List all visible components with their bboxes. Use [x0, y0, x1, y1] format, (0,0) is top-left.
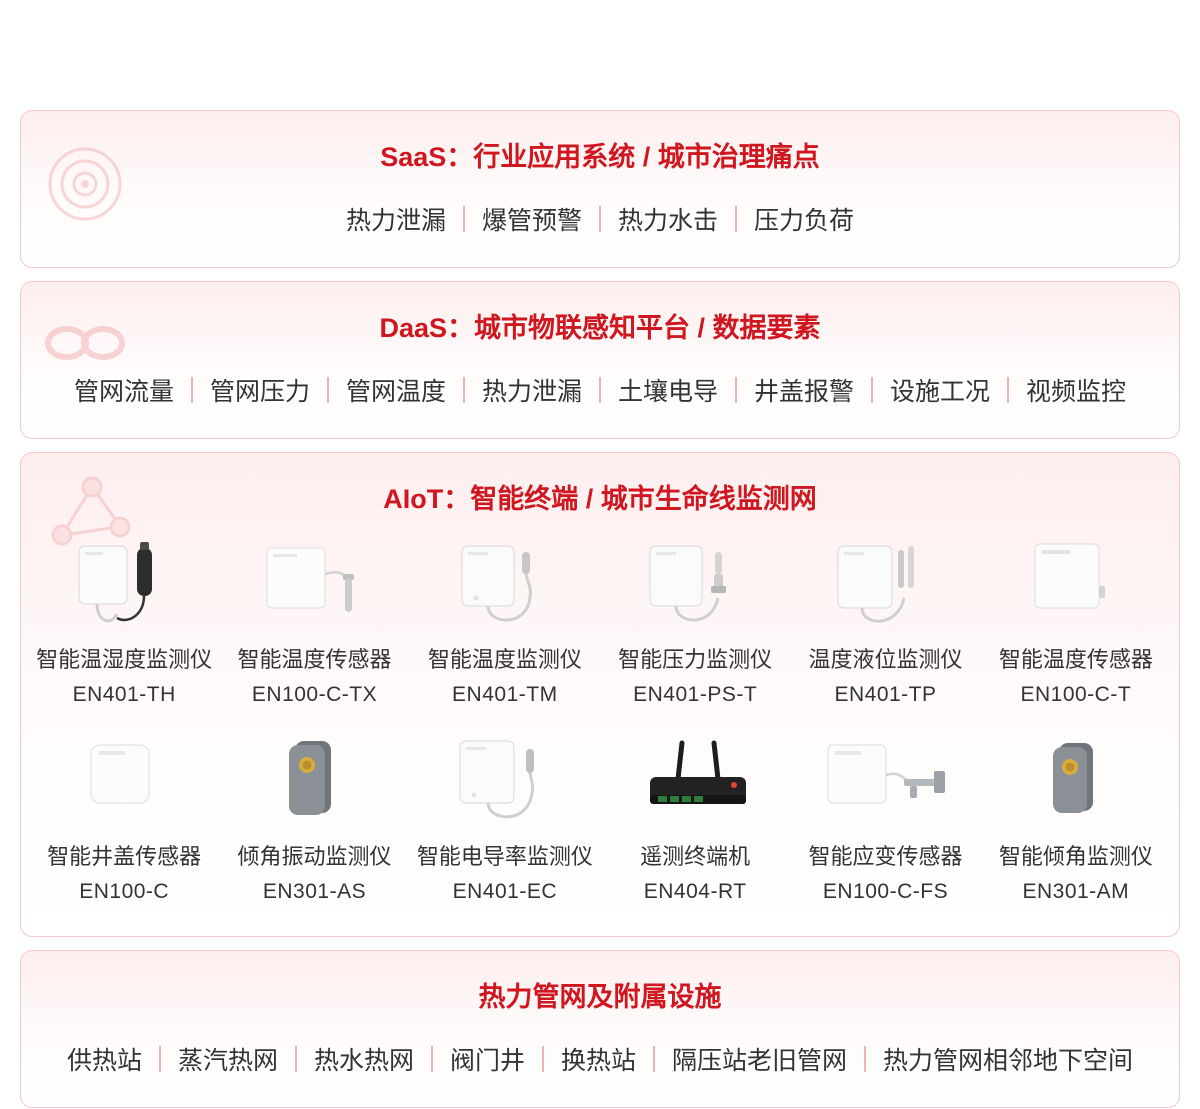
product-name: 智能压力监测仪 [618, 647, 773, 672]
product-model: EN100-C-FS [822, 880, 949, 903]
product-name: 智能温度传感器 [237, 647, 392, 672]
saas-item: 热力泄漏 [345, 207, 446, 235]
daas-items-row: 管网流量 管网压力 管网温度 热力泄漏 土壤电导 井盖报警 设施工况 视频监控 [21, 345, 1179, 438]
item-separator [735, 377, 738, 403]
daas-item: 设施工况 [890, 378, 991, 406]
product-name: 智能温度监测仪 [427, 647, 582, 672]
product-name: 智能井盖传感器 [47, 844, 202, 869]
product-name: 智能温湿度监测仪 [36, 647, 213, 672]
item-separator [735, 206, 738, 232]
infra-section: 热力管网及附属设施 供热站 蒸汽热网 热水热网 阀门井 换热站 隔压站老旧管网 … [20, 950, 1180, 1108]
product-card: 倾角振动监测仪 EN301-AS [219, 735, 409, 904]
device-image-conductivity-monitor [410, 735, 600, 835]
item-separator [462, 206, 465, 232]
product-name: 智能温度传感器 [998, 647, 1153, 672]
device-image-strain-sensor [790, 735, 980, 835]
product-model: EN100-C-T [1020, 683, 1132, 706]
product-model: EN301-AS [262, 880, 367, 903]
item-separator [542, 1046, 544, 1072]
aiot-product-grid: 智能温湿度监测仪 EN401-TH 智能温度传感器 EN100-C-TX [21, 516, 1179, 936]
product-model: EN401-EC [452, 880, 558, 903]
aiot-section: AIoT：智能终端 / 城市生命线监测网 智能温湿度监测仪 EN401-TH [20, 452, 1180, 937]
item-separator [1007, 377, 1010, 403]
product-name: 倾角振动监测仪 [237, 844, 392, 869]
item-separator [430, 1046, 433, 1072]
item-separator [158, 1046, 161, 1072]
device-image-telemetry-terminal [600, 735, 790, 835]
daas-item: 视频监控 [1026, 378, 1127, 406]
product-name: 智能倾角监测仪 [998, 844, 1153, 869]
saas-title: SaaS：行业应用系统 / 城市治理痛点 [380, 142, 820, 172]
daas-item: 管网流量 [73, 378, 174, 406]
item-separator [326, 377, 329, 403]
item-separator [599, 206, 601, 232]
product-card: 智能温度监测仪 EN401-TM [410, 538, 600, 707]
infra-item: 换热站 [561, 1047, 637, 1075]
daas-item: 热力泄漏 [481, 378, 582, 406]
product-card: 智能温湿度监测仪 EN401-TH [29, 538, 219, 707]
item-separator [653, 1046, 656, 1072]
product-card: 遥测终端机 EN404-RT [600, 735, 790, 904]
product-name: 遥测终端机 [640, 844, 751, 869]
product-model: EN401-TM [452, 683, 558, 706]
saas-items-row: 热力泄漏 爆管预警 热力水击 压力负荷 [21, 174, 1179, 267]
infra-item: 隔压站老旧管网 [672, 1047, 848, 1075]
daas-item: 井盖报警 [754, 378, 855, 406]
item-separator [871, 377, 874, 403]
product-model: EN401-PS-T [633, 683, 758, 706]
saas-item: 爆管预警 [481, 207, 582, 235]
item-separator [190, 377, 193, 403]
product-card: 智能电导率监测仪 EN401-EC [410, 735, 600, 904]
device-image-temp-level-monitor [790, 538, 980, 638]
product-card: 智能温度传感器 EN100-C-TX [219, 538, 409, 707]
product-card: 温度液位监测仪 EN401-TP [790, 538, 980, 707]
saas-item: 压力负荷 [754, 207, 855, 235]
product-model: EN401-TH [72, 683, 176, 706]
product-card: 智能井盖传感器 EN100-C [29, 735, 219, 904]
infra-item: 阀门井 [449, 1047, 525, 1075]
product-card: 智能压力监测仪 EN401-PS-T [600, 538, 790, 707]
device-image-pressure-monitor [600, 538, 790, 638]
device-image-temp-sensor-tx [219, 538, 409, 638]
product-model: EN100-C [79, 880, 170, 903]
item-separator [462, 377, 465, 403]
daas-item: 土壤电导 [618, 378, 719, 406]
item-separator [864, 1046, 867, 1072]
infra-items-row: 供热站 蒸汽热网 热水热网 阀门井 换热站 隔压站老旧管网 热力管网相邻地下空间 [21, 1014, 1179, 1107]
daas-item: 管网压力 [209, 378, 310, 406]
device-image-manhole-cover-sensor [29, 735, 219, 835]
product-card: 智能应变传感器 EN100-C-FS [790, 735, 980, 904]
device-image-temp-sensor-t [981, 538, 1171, 638]
product-model: EN100-C-TX [251, 683, 378, 706]
product-model: EN301-AM [1022, 880, 1130, 903]
infra-item: 供热站 [66, 1047, 142, 1075]
infra-title: 热力管网及附属设施 [478, 982, 722, 1012]
infra-item: 热水热网 [313, 1047, 414, 1075]
saas-item: 热力水击 [618, 207, 719, 235]
device-image-temp-monitor [410, 538, 600, 638]
product-name: 温度液位监测仪 [808, 647, 963, 672]
daas-title: DaaS：城市物联感知平台 / 数据要素 [379, 313, 821, 343]
infra-item: 热力管网相邻地下空间 [883, 1047, 1134, 1075]
item-separator [294, 1046, 297, 1072]
device-image-tilt-monitor [981, 735, 1171, 835]
device-image-tilt-vibration-monitor [219, 735, 409, 835]
saas-section: SaaS：行业应用系统 / 城市治理痛点 热力泄漏 爆管预警 热力水击 压力负荷 [20, 110, 1180, 268]
product-name: 智能应变传感器 [808, 844, 963, 869]
item-separator [599, 377, 601, 403]
daas-section: DaaS：城市物联感知平台 / 数据要素 管网流量 管网压力 管网温度 热力泄漏… [20, 281, 1180, 439]
device-image-temp-humidity-monitor [29, 538, 219, 638]
product-model: EN404-RT [643, 880, 747, 903]
product-card: 智能倾角监测仪 EN301-AM [981, 735, 1171, 904]
daas-item: 管网温度 [345, 378, 446, 406]
aiot-title: AIoT：智能终端 / 城市生命线监测网 [383, 484, 817, 514]
product-model: EN401-TP [834, 683, 937, 706]
product-card: 智能温度传感器 EN100-C-T [981, 538, 1171, 707]
product-name: 智能电导率监测仪 [416, 844, 593, 869]
infra-item: 蒸汽热网 [177, 1047, 278, 1075]
